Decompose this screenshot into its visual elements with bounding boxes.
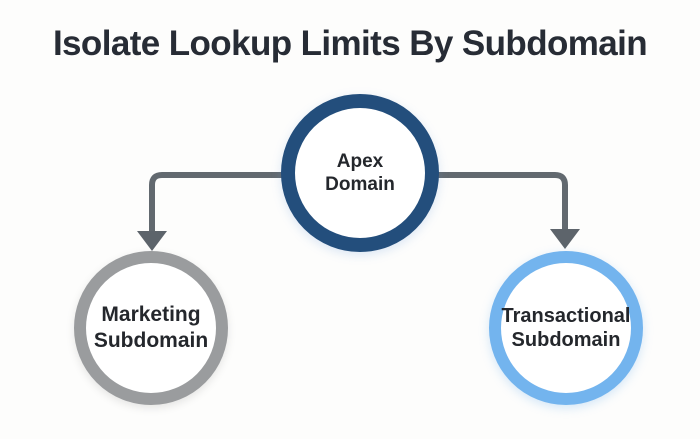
node-marketing-label: Marketing Subdomain (94, 302, 208, 353)
node-transactional-label-line1: Transactional (501, 304, 631, 327)
node-marketing-label-line1: Marketing (101, 303, 201, 327)
node-apex-label: Apex Domain (325, 150, 395, 196)
right-arrow-down-icon (550, 229, 580, 249)
node-transactional-label: Transactional Subdomain (502, 304, 631, 353)
left-arrow-down-icon (137, 231, 167, 251)
node-transactional-label-line2: Subdomain (511, 329, 621, 351)
right-connector-line (437, 172, 568, 231)
node-marketing-subdomain: Marketing Subdomain (74, 251, 228, 405)
left-connector-line (149, 172, 283, 233)
node-marketing-label-line2: Subdomain (93, 329, 209, 352)
node-transactional-subdomain: Transactional Subdomain (489, 251, 643, 405)
left-connector (137, 172, 283, 251)
node-apex-label-line2: Domain (325, 174, 395, 195)
node-apex-label-line1: Apex (336, 150, 384, 172)
diagram-title: Isolate Lookup Limits By Subdomain (52, 24, 648, 63)
right-connector (437, 172, 580, 249)
node-apex-domain: Apex Domain (281, 94, 439, 252)
